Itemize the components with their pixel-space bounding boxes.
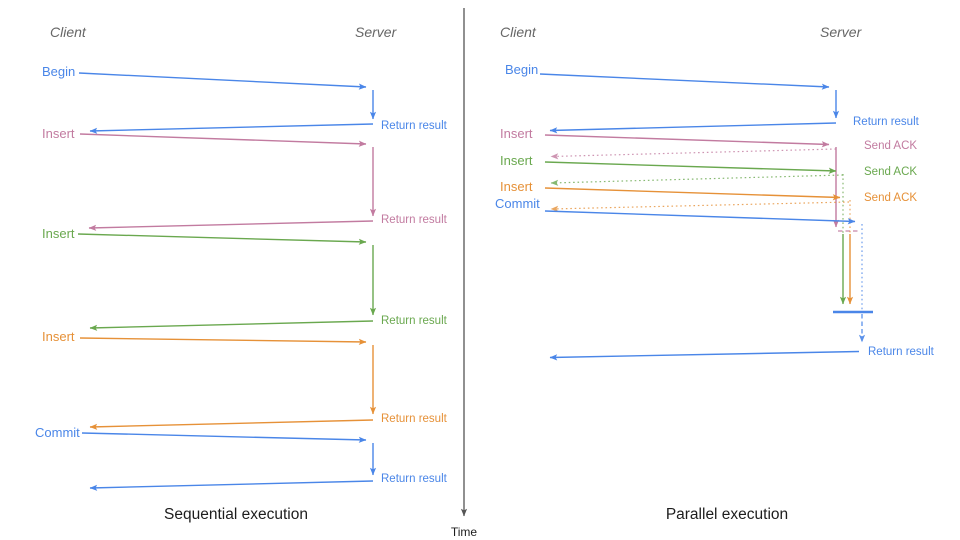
par-insert2-ack-dotted-arrow [550,174,844,186]
seq-insert1-label: Insert [42,126,75,141]
sequential-panel: Client Server Begin Return result Insert… [35,24,448,523]
seq-commit-return-arrow [89,480,374,491]
par-insert2-ack-label: Send ACK [864,166,917,178]
par-insert3-request-arrow [544,187,841,201]
par-server-heading: Server [820,24,863,40]
seq-insert3-result-label: Return result [381,413,448,425]
par-begin-request-arrow [539,73,830,90]
seq-insert2-return-arrow [89,320,374,331]
seq-insert3-return-arrow [89,419,374,430]
parallel-panel: Client Server Begin Return result Insert… [495,24,935,523]
seq-insert3-label: Insert [42,329,75,344]
par-commit-return-arrow [549,350,860,361]
seq-insert2-request-arrow [77,233,367,245]
seq-insert1-return-arrow [88,220,374,231]
par-insert1-label: Insert [500,126,533,141]
par-insert1-request-arrow [544,134,830,148]
seq-begin-request-arrow [78,72,367,90]
par-insert2-label: Insert [500,153,533,168]
par-insert1-ack-dotted-arrow [550,148,837,160]
par-insert2-request-arrow [544,161,837,174]
seq-server-heading: Server [355,24,398,40]
par-commit-result-label: Return result [868,346,935,358]
seq-insert2-result-label: Return result [381,315,448,327]
seq-begin-label: Begin [42,64,75,79]
par-commit-label: Commit [495,196,540,211]
par-begin-return-arrow [549,122,837,134]
par-insert3-label: Insert [500,179,533,194]
par-insert3-ack-dotted-arrow [550,201,850,212]
sequential-caption: Sequential execution [164,506,308,523]
parallel-caption: Parallel execution [666,506,788,523]
seq-client-heading: Client [50,24,87,40]
seq-commit-label: Commit [35,425,80,440]
par-begin-label: Begin [505,62,538,77]
par-client-heading: Client [500,24,537,40]
seq-insert1-result-label: Return result [381,214,448,226]
seq-commit-request-arrow [81,432,367,443]
par-begin-result-label: Return result [853,116,920,128]
par-commit-request-arrow [544,210,856,225]
seq-begin-return-arrow [89,123,374,134]
seq-commit-result-label: Return result [381,473,448,485]
seq-begin-result-label: Return result [381,120,448,132]
time-axis-label: Time [451,525,478,539]
seq-insert1-request-arrow [79,133,367,147]
seq-insert3-request-arrow [79,337,367,345]
par-insert3-ack-label: Send ACK [864,192,917,204]
seq-insert2-label: Insert [42,226,75,241]
par-insert1-ack-label: Send ACK [864,140,917,152]
